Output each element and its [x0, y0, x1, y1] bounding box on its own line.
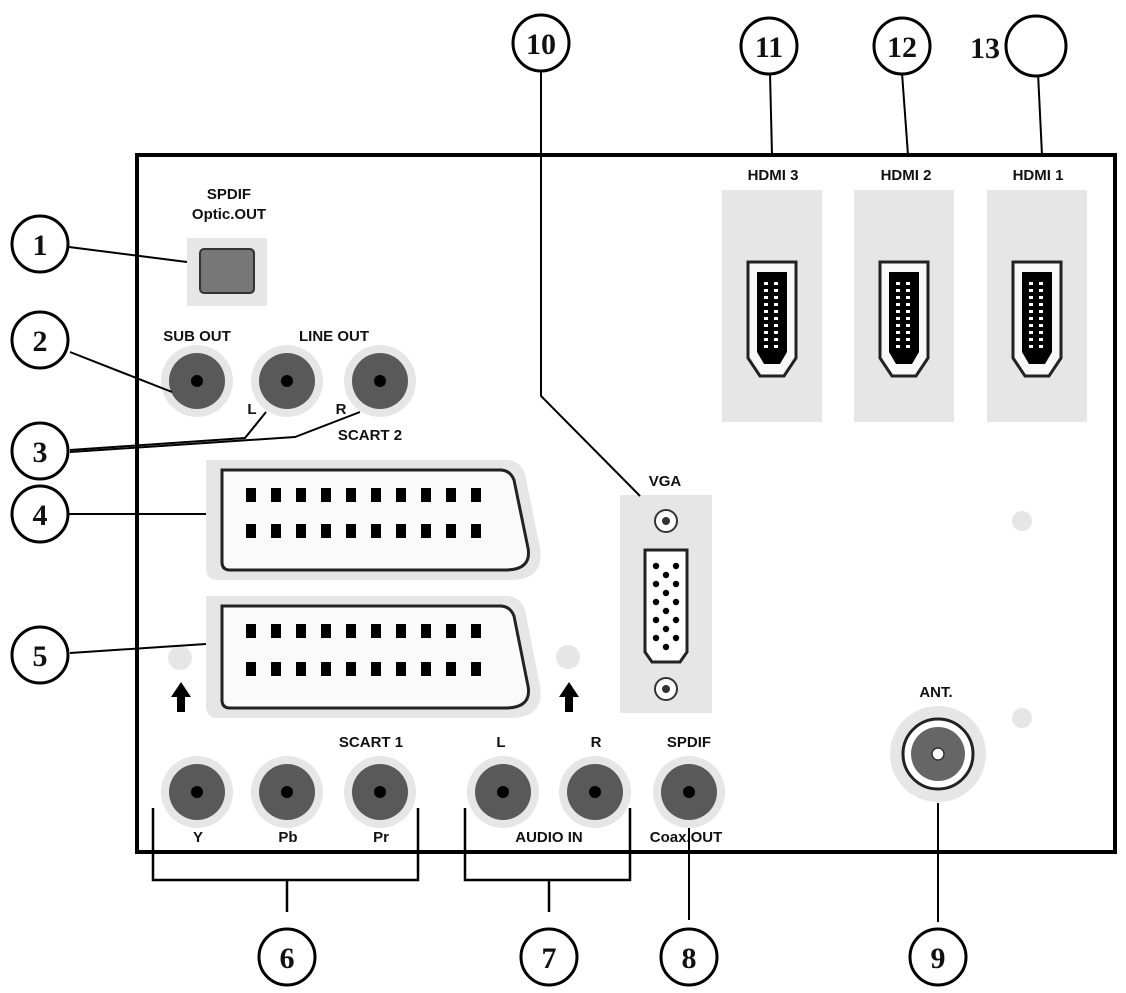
audio-in-l-label: L — [496, 734, 505, 751]
arrow-up-icon — [171, 682, 191, 712]
svg-text:12: 12 — [887, 31, 917, 64]
line-out-label: LINE OUT — [299, 328, 369, 345]
hdmi2-label: HDMI 2 — [881, 167, 932, 184]
svg-text:1: 1 — [33, 229, 48, 262]
hdmi1-port — [985, 188, 1089, 424]
callout-9: 9 — [908, 927, 968, 987]
line-out-l-jack — [251, 345, 323, 417]
component-pr-label: Pr — [373, 829, 389, 846]
ant-label: ANT. — [919, 684, 952, 701]
callout-8: 8 — [659, 927, 719, 987]
audio-in-r-jack — [559, 756, 631, 828]
callout-12: 12 — [872, 16, 932, 76]
component-pb-jack — [251, 756, 323, 828]
indicator-dot — [168, 646, 192, 670]
callout-10: 10 — [511, 13, 571, 73]
svg-text:4: 4 — [33, 499, 48, 532]
hdmi3-label: HDMI 3 — [748, 167, 799, 184]
component-pb-label: Pb — [278, 829, 297, 846]
callout-1: 1 — [10, 214, 70, 274]
scart2-label: SCART 2 — [338, 427, 402, 444]
arrow-up-icon — [559, 682, 579, 712]
audio-in-bracket — [463, 808, 632, 882]
indicator-dot — [556, 645, 580, 669]
line-out-r-jack — [344, 345, 416, 417]
hdmi1-label: HDMI 1 — [1013, 167, 1064, 184]
svg-text:6: 6 — [280, 942, 295, 975]
callout-2: 2 — [10, 310, 70, 370]
audio-in-r-label: R — [591, 734, 602, 751]
coax-out-label: Coax.OUT — [650, 829, 723, 846]
spdif-optic-label-2: Optic.OUT — [192, 206, 266, 223]
spdif-optical-port — [187, 238, 267, 306]
sub-out-jack — [161, 345, 233, 417]
leader-lines — [68, 70, 1043, 922]
svg-text:2: 2 — [33, 325, 48, 358]
hdmi2-port — [852, 188, 956, 424]
svg-text:9: 9 — [931, 942, 946, 975]
vga-label: VGA — [649, 473, 682, 490]
callout-7: 7 — [519, 927, 579, 987]
line-out-r-label: R — [336, 401, 347, 418]
indicator-dot — [1012, 708, 1032, 728]
audio-in-l-jack — [467, 756, 539, 828]
svg-text:7: 7 — [542, 942, 557, 975]
svg-text:3: 3 — [33, 436, 48, 469]
indicator-dot — [1012, 511, 1032, 531]
svg-text:8: 8 — [682, 942, 697, 975]
vga-port — [620, 495, 712, 713]
line-out-l-label: L — [247, 401, 256, 418]
sub-out-label: SUB OUT — [163, 328, 231, 345]
audio-in-label: AUDIO IN — [515, 829, 583, 846]
svg-text:11: 11 — [755, 31, 783, 64]
scart1-port — [206, 596, 541, 718]
svg-text:10: 10 — [526, 28, 556, 61]
svg-text:5: 5 — [33, 640, 48, 673]
callout-4: 4 — [10, 484, 70, 544]
callout-5: 5 — [10, 625, 70, 685]
callout-6: 6 — [257, 927, 317, 987]
component-bracket — [151, 808, 420, 882]
component-y-label: Y — [193, 829, 203, 846]
spdif-coax-label: SPDIF — [667, 734, 711, 751]
callout-13: 13 — [970, 14, 1068, 78]
scart2-port — [206, 460, 541, 580]
component-y-jack — [161, 756, 233, 828]
callout-3: 3 — [10, 421, 70, 481]
spdif-coax-jack — [653, 756, 725, 828]
scart1-label: SCART 1 — [339, 734, 403, 751]
svg-text:13: 13 — [970, 32, 1000, 65]
hdmi3-port — [720, 188, 824, 424]
antenna-port — [890, 706, 986, 802]
callout-11: 11 — [739, 16, 799, 76]
component-pr-jack — [344, 756, 416, 828]
spdif-optic-label-1: SPDIF — [207, 186, 251, 203]
